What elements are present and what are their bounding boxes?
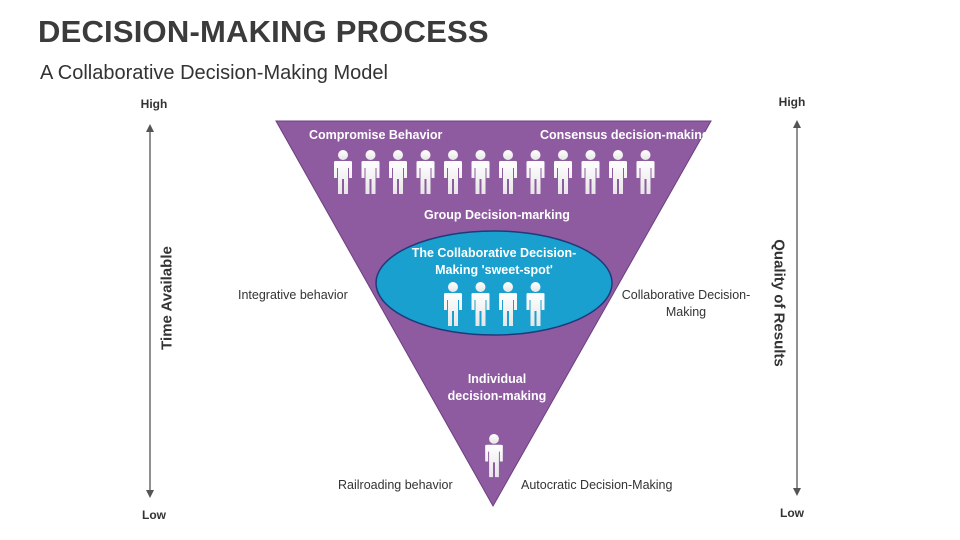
- sweet-spot-ellipse: [375, 230, 613, 336]
- left-axis-low: Low: [142, 508, 166, 522]
- person-icon: [361, 150, 380, 194]
- page-subtitle: A Collaborative Decision-Making Model: [40, 62, 388, 84]
- autocratic-label: Autocratic Decision-Making: [521, 478, 673, 492]
- left-axis-title: Time Available: [158, 246, 176, 350]
- person-icon: [471, 150, 490, 194]
- compromise-label: Compromise Behavior: [309, 128, 443, 142]
- integrative-label: Integrative behavior: [238, 288, 348, 302]
- person-icon: [499, 282, 517, 326]
- railroading-label: Railroading behavior: [338, 478, 453, 492]
- page-title: DECISION-MAKING PROCESS: [38, 14, 489, 49]
- collaborative-label-line1: Collaborative Decision-: [621, 288, 751, 302]
- person-icon: [471, 282, 490, 326]
- individual-label-line1: Individual: [467, 372, 527, 386]
- person-icon: [416, 150, 435, 194]
- sweet-spot-people-row: [444, 282, 545, 326]
- person-icon: [499, 150, 517, 194]
- person-icon: [444, 150, 462, 194]
- collaborative-label-line2: Making: [665, 305, 707, 319]
- person-icon: [554, 150, 572, 194]
- consensus-label: Consensus decision-making: [540, 128, 710, 142]
- person-icon: [526, 150, 545, 194]
- right-axis-title: Quality of Results: [770, 239, 788, 367]
- person-icon: [485, 434, 503, 478]
- person-icon: [389, 150, 407, 194]
- left-axis-high: High: [140, 97, 168, 111]
- sweet-spot-label-line1: The Collaborative Decision-: [411, 246, 577, 260]
- person-icon: [526, 282, 545, 326]
- individual-label-line2: decision-making: [447, 389, 547, 403]
- person-icon: [334, 150, 352, 194]
- group-decision-label: Group Decision-marking: [424, 208, 570, 222]
- sweet-spot-label-line2: Making 'sweet-spot': [435, 263, 553, 277]
- right-axis-low: Low: [780, 506, 804, 520]
- person-icon: [444, 282, 462, 326]
- person-icon: [636, 150, 655, 194]
- right-axis-high: High: [778, 95, 806, 109]
- person-icon: [609, 150, 627, 194]
- group-people-row: [334, 150, 655, 194]
- person-icon: [581, 150, 600, 194]
- individual-person: [485, 434, 503, 478]
